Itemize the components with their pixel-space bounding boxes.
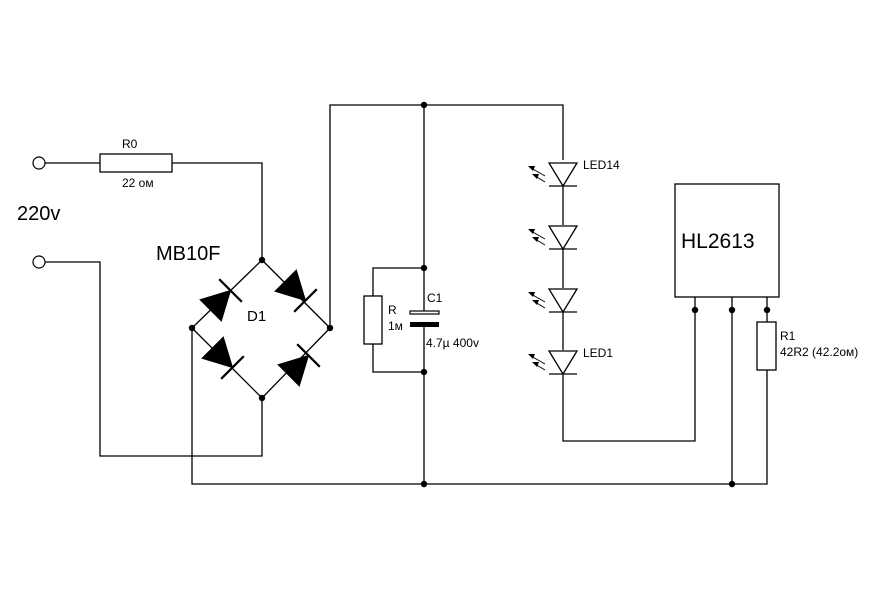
wire-bridge-positive [329, 104, 564, 328]
r1-ref-label: R1 [780, 329, 796, 343]
c1-value-label: 4.7µ 400v [426, 336, 479, 350]
bleeder-ref-label: R [388, 303, 397, 317]
junction-dot [728, 306, 736, 314]
led-1-label: LED1 [583, 346, 613, 360]
junction-dot [258, 394, 266, 402]
junction-dot [420, 101, 428, 109]
junction-dot [258, 256, 266, 264]
wire-led-to-ic [562, 297, 696, 442]
emission-arrows-led-middle-2 [528, 292, 546, 309]
c1-ref-label: C1 [427, 291, 443, 305]
junction-dot [728, 480, 736, 488]
input-terminal-1 [32, 156, 46, 170]
led-14 [547, 162, 579, 188]
emission-arrows-led-1 [528, 354, 546, 371]
led-string [547, 162, 579, 376]
ic-part-label: HL2613 [681, 230, 755, 253]
r0-ref-label: R0 [122, 137, 138, 151]
junction-dot [691, 306, 699, 314]
wires [45, 104, 768, 485]
junction-dot [763, 306, 771, 314]
resistor-r1 [756, 321, 777, 371]
capacitor-c1 [409, 310, 440, 327]
resistor-r0 [99, 153, 173, 173]
resistor-bleeder [363, 295, 383, 345]
input-voltage-label: 220v [17, 203, 60, 225]
bridge-ref-label: D1 [247, 308, 266, 325]
wire-input-2 [45, 261, 263, 457]
bridge-diode-upper-left [199, 278, 243, 322]
input-terminal-2 [32, 255, 46, 269]
emission-arrows-led-middle-1 [528, 229, 546, 246]
junction-dot [420, 480, 428, 488]
ic-driver [674, 183, 780, 298]
led-14-label: LED14 [583, 158, 620, 172]
wire-r0-to-bridge-top [172, 162, 263, 260]
wire-bleeder-bottom [372, 344, 424, 373]
bridge-diode-upper-right [274, 269, 318, 313]
junction-dot [420, 264, 428, 272]
junction-dot [420, 368, 428, 376]
bridge-diode-lower-right [277, 343, 321, 387]
r0-value-label: 22 ом [122, 176, 154, 190]
junction-dot [188, 324, 196, 332]
bridge-part-label: MB10F [156, 243, 220, 265]
r1-value-label: 42R2 (42.2ом) [780, 345, 858, 359]
led-middle-2 [547, 288, 579, 314]
led-middle-1 [547, 225, 579, 251]
bleeder-value-label: 1м [388, 319, 403, 333]
junction-dots [188, 101, 771, 488]
light-emission-arrows [528, 166, 546, 371]
bridge-rectifier [191, 259, 331, 399]
led-1 [547, 350, 579, 376]
emission-arrows-led-14 [528, 166, 546, 183]
bridge-diode-lower-left [201, 336, 245, 380]
junction-dot [326, 324, 334, 332]
wire-bleeder-top [372, 267, 424, 296]
wire-bridge-negative [191, 328, 768, 485]
